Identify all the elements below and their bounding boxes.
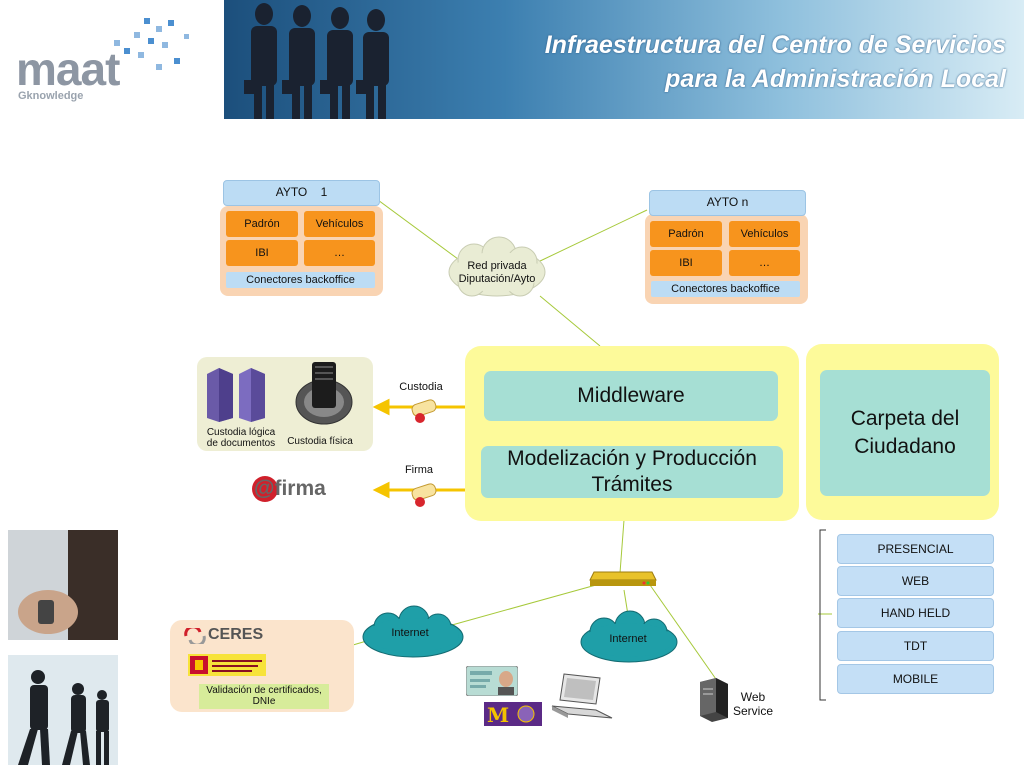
header-banner: Infraestructura del Centro de Servicios … <box>224 0 1024 119</box>
firma-logo-text: @firma <box>254 477 326 500</box>
laptop-icon <box>551 673 613 719</box>
ayto1-more: … <box>304 240 375 266</box>
title-line-1: Infraestructura del Centro de Servicios <box>544 31 1006 59</box>
ayto1-connector: Conectores backoffice <box>226 272 375 288</box>
ayton-more: … <box>729 250 800 276</box>
ayto1-vehiculos: Vehículos <box>304 211 375 237</box>
custody-scroll-icon <box>411 399 437 423</box>
logo-word: maat <box>16 43 120 95</box>
web-service-label: Web Service <box>732 690 773 718</box>
internet-cloud-1-icon <box>362 605 464 658</box>
private-network-label: Red privada Diputación/Ayto <box>458 260 536 285</box>
channel-mobile: MOBILE <box>837 664 994 694</box>
carpeta-box: Carpeta del Ciudadano <box>820 370 990 496</box>
internet-2-label: Internet <box>609 633 647 645</box>
firma-logo: @firma <box>252 474 357 504</box>
logo-dots-icon <box>114 18 189 70</box>
validation-box: Validación de certificados, DNIe <box>199 684 329 709</box>
vault-disk-icon <box>295 362 353 425</box>
firma-scroll-icon <box>411 483 437 507</box>
ayto1-title: AYTO 1 <box>223 180 380 206</box>
ayto1-padron: Padrón <box>226 211 298 237</box>
ayton-title: AYTO n <box>649 190 806 216</box>
server-tower-icon <box>700 678 728 722</box>
ayton-ibi: IBI <box>650 250 722 276</box>
ayton-connector: Conectores backoffice <box>651 281 800 297</box>
svg-text:M: M <box>487 703 509 726</box>
firma-arrow-label: Firma <box>404 464 434 476</box>
custody-logic-label: Custodia lógica de documentos <box>206 427 276 449</box>
businessmen-image <box>244 3 389 119</box>
firma-logo-circle <box>252 476 278 502</box>
ceres-logo: CERES <box>184 626 274 646</box>
middleware-box: Middleware <box>484 371 778 421</box>
ceres-text: CERES <box>208 626 264 643</box>
fnmt-logo-icon: M <box>484 702 542 726</box>
walking-people-photo <box>8 655 118 765</box>
router-icon <box>589 571 657 586</box>
page-title: Infraestructura del Centro de Servicios … <box>545 28 1006 96</box>
ayton-vehiculos: Vehículos <box>729 221 800 247</box>
custody-physical-label: Custodia física <box>287 436 353 447</box>
logo-sub: Gknowledge <box>18 90 84 102</box>
channel-web: WEB <box>837 566 994 596</box>
id-card-icon <box>466 666 518 696</box>
ceres-swirl-icon <box>184 628 206 644</box>
server-rack-icon <box>207 368 265 422</box>
ayto1-ibi: IBI <box>226 240 298 266</box>
custody-arrow-label: Custodia <box>399 381 443 393</box>
modelizacion-box: Modelización y Producción Trámites <box>481 446 783 498</box>
internet-cloud-2-icon <box>580 610 678 663</box>
channel-hand-held: HAND HELD <box>837 598 994 628</box>
government-logo-icon <box>188 654 266 676</box>
phone-user-photo <box>8 530 118 640</box>
title-line-2: para la Administración Local <box>665 65 1006 93</box>
logo: maat Gknowledge <box>14 12 214 107</box>
channel-presencial: PRESENCIAL <box>837 534 994 564</box>
internet-1-label: Internet <box>391 627 429 639</box>
channel-tdt: TDT <box>837 631 994 661</box>
ayton-padron: Padrón <box>650 221 722 247</box>
private-network-cloud-icon <box>448 236 546 297</box>
